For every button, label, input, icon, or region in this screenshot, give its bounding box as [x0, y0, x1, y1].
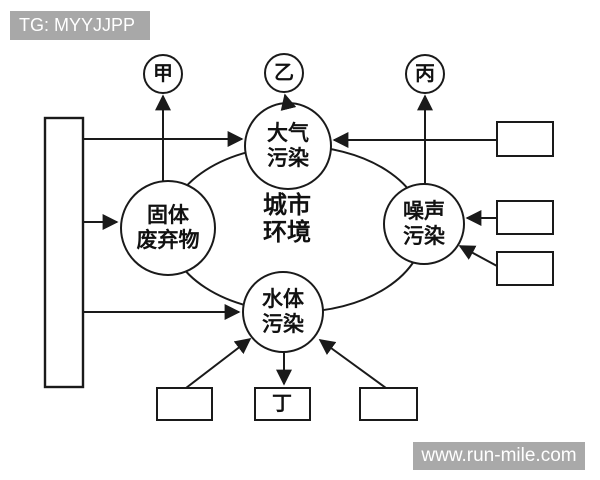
- circle-jia: [143, 54, 183, 94]
- label-ding: 丁: [272, 393, 292, 415]
- label-yi: 乙: [274, 62, 294, 84]
- air-pollution-line1: 大气: [267, 121, 309, 145]
- circle-yi: [264, 53, 304, 93]
- arrow-air-to-yi: [280, 93, 297, 111]
- left-source-bar: [43, 116, 85, 389]
- site-watermark: www.run-mile.com: [413, 442, 585, 470]
- bottom-box-3: [359, 387, 418, 421]
- noise-pollution-line2: 污染: [403, 224, 445, 248]
- label-jia: 甲: [153, 63, 173, 85]
- circle-bing: [405, 54, 445, 94]
- water-pollution-line2: 污染: [262, 312, 304, 336]
- right-box-3: [496, 251, 554, 286]
- urban-environment-line1: 城市: [263, 193, 311, 219]
- air-pollution-label: 大气 污染: [267, 121, 309, 171]
- bottom-box-1: [156, 387, 213, 421]
- urban-environment-line2: 环境: [263, 220, 311, 246]
- water-pollution-line1: 水体: [262, 287, 304, 311]
- solid-waste-line1: 固体: [147, 203, 189, 227]
- arrow-boxb1-to-water: [185, 338, 252, 389]
- solid-waste-label: 固体 废弃物: [137, 203, 200, 253]
- noise-pollution-line1: 噪声: [403, 199, 445, 223]
- bottom-box-ding: [254, 387, 311, 421]
- arrow-box3-to-noise: [458, 245, 498, 267]
- label-bing: 丙: [415, 63, 435, 85]
- noise-pollution-label: 噪声 污染: [403, 199, 445, 249]
- arrow-boxb3-to-water: [318, 339, 387, 389]
- right-box-1: [496, 121, 554, 157]
- right-box-2: [496, 200, 554, 235]
- tg-watermark-tag: TG: MYYJJPP: [10, 11, 150, 40]
- water-pollution-label: 水体 污染: [262, 287, 304, 337]
- urban-environment-label: 城市 环境: [263, 193, 311, 247]
- solid-waste-line2: 废弃物: [136, 228, 200, 252]
- air-pollution-line2: 污染: [267, 146, 309, 170]
- solid-waste-circle: [120, 180, 216, 276]
